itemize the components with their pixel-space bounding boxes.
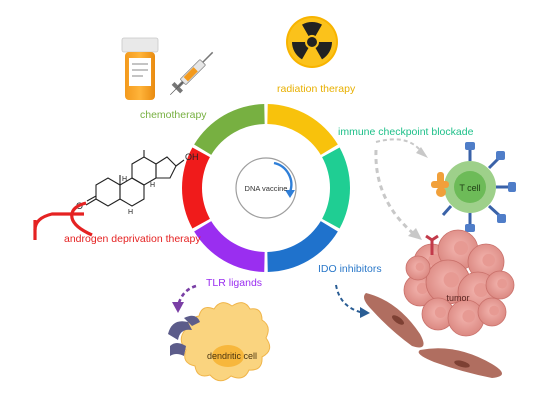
hydrogen-label-2: H — [122, 176, 127, 183]
tlr-arrow — [172, 284, 197, 313]
tumor-icon: tumor — [403, 229, 515, 337]
ring-segment-chemotherapy — [194, 104, 265, 155]
hydrogen-label-1: H — [150, 182, 155, 189]
steroid-molecule-icon — [85, 150, 185, 207]
hydrogen-label-3: H — [128, 209, 133, 216]
center-label: DNA vaccine — [245, 184, 288, 193]
chemotherapy-label: chemotherapy — [140, 109, 207, 121]
fibroblast-icon — [364, 293, 502, 378]
dendritic-cell-icon: dendritic cell — [168, 302, 271, 382]
ring-segment-tlr — [194, 221, 265, 272]
tumor-cell-nucleus — [454, 241, 468, 255]
radiation-icon — [286, 16, 338, 68]
radiation-blade — [292, 42, 309, 60]
steroid-labels: OH O H H H — [76, 152, 199, 216]
adt-arrow — [33, 201, 93, 240]
tumor-cell-nucleus — [434, 306, 446, 318]
checkpoint-blockade-label: immune checkpoint blockade — [338, 126, 474, 138]
t-cell-label: T cell — [459, 183, 480, 193]
tumor-cell-nucleus — [482, 253, 496, 267]
checkpoint-arrow — [374, 138, 428, 240]
tumor-cell-nucleus — [416, 282, 428, 294]
arrowhead-icon — [285, 190, 295, 198]
radiation-blade — [302, 21, 322, 36]
ring-segment-adt — [182, 147, 210, 229]
ring-segment-checkpoint — [322, 147, 351, 229]
tumor-cell-nucleus — [489, 305, 499, 316]
tumor-cell-nucleus — [415, 262, 424, 271]
tumor-cell-nucleus — [443, 272, 459, 288]
radiation-blade — [315, 42, 332, 60]
syringe-icon — [170, 51, 214, 95]
ring-segment-ido — [267, 221, 338, 272]
radiation-therapy-label: radiation therapy — [277, 83, 356, 95]
ring-segment-radiation — [267, 104, 338, 155]
hydroxyl-label: OH — [185, 152, 199, 162]
ido-inhibitors-label: IDO inhibitors — [318, 263, 382, 275]
adt-label: androgen deprivation therapy — [64, 233, 201, 245]
tumor-cell-nucleus — [462, 309, 476, 323]
t-cell-icon: T cell — [431, 142, 516, 232]
tlr-ligands-label: TLR ligands — [206, 277, 262, 289]
cycle-arrow-icon — [273, 161, 293, 193]
ido-arrow — [335, 284, 370, 318]
tumor-label: tumor — [446, 293, 469, 303]
tumor-cell-nucleus — [474, 283, 488, 297]
tumor-cell-nucleus — [497, 278, 507, 289]
therapy-ring — [182, 104, 351, 272]
pill-bottle-icon — [121, 37, 159, 100]
dendritic-cell-label: dendritic cell — [207, 351, 257, 361]
dna-vaccine-center: DNA vaccine — [235, 157, 297, 219]
